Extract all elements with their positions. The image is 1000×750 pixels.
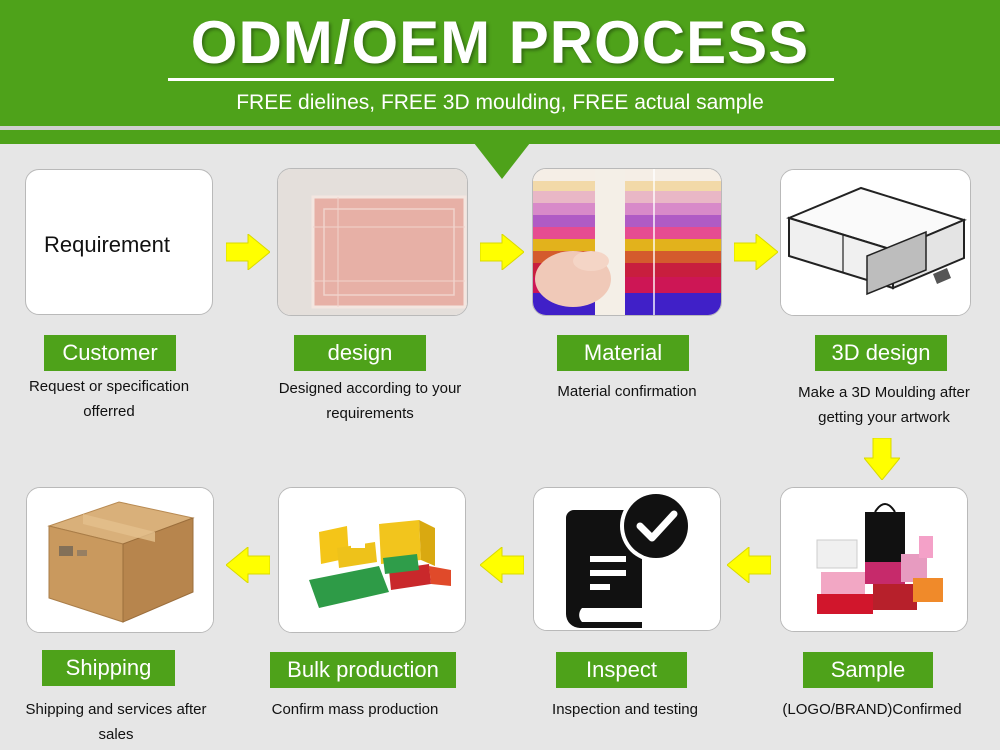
- step-card-shipping: [26, 487, 214, 633]
- step-label-3d-design: 3D design: [815, 335, 947, 371]
- arrow-left-2: [480, 547, 524, 583]
- arrow-right-1: [226, 234, 270, 270]
- arrow-right-2: [480, 234, 524, 270]
- step-desc-bulk-production: Confirm mass production: [271, 701, 439, 718]
- step-desc-3d-design: Make a 3D Moulding after getting your ar…: [798, 384, 970, 426]
- step-card-sample: [780, 487, 968, 632]
- step-card-inspect: [533, 487, 721, 631]
- step-label-inspect: Inspect: [556, 652, 687, 688]
- step-label-sample: Sample: [803, 652, 933, 688]
- step-desc-shipping: Shipping and services after sales: [25, 701, 207, 743]
- step-card-bulk-production: [278, 487, 466, 633]
- step-label-shipping: Shipping: [42, 650, 175, 686]
- header-band: [0, 130, 1000, 144]
- arrow-right-3: [734, 234, 778, 270]
- step-desc-design: Designed according to your requirements: [278, 380, 462, 422]
- step-label-design: design: [294, 335, 426, 371]
- title-underline: [168, 78, 834, 81]
- arrow-down: [864, 438, 900, 480]
- step-card-material: [532, 168, 722, 316]
- design-sketch-image: [278, 169, 467, 315]
- gift-boxes-image: [781, 488, 967, 631]
- header-banner: [0, 0, 1000, 126]
- step-desc-material: Material confirmation: [557, 383, 697, 400]
- page-title: ODM/OEM PROCESS: [190, 9, 810, 76]
- step-desc-sample: (LOGO/BRAND)Confirmed: [782, 701, 962, 718]
- color-swatch-image: [533, 169, 721, 315]
- page-subtitle: FREE dielines, FREE 3D moulding, FREE ac…: [236, 91, 764, 114]
- drawer-box-image: [781, 170, 970, 315]
- arrow-left-1: [727, 547, 771, 583]
- cardboard-box-image: [27, 488, 213, 632]
- step-desc-customer: Request or specification offerred: [28, 378, 190, 420]
- step-desc-inspect: Inspection and testing: [552, 701, 698, 718]
- step-card-design: [277, 168, 468, 316]
- step-label-material: Material: [557, 335, 689, 371]
- step-card-3d-design: [780, 169, 971, 316]
- header-divider: [0, 126, 1000, 130]
- arrow-left-3: [226, 547, 270, 583]
- step-label-bulk-production: Bulk production: [270, 652, 456, 688]
- header-pointer: [474, 143, 530, 179]
- step-label-customer: Customer: [44, 335, 176, 371]
- boxes-production-image: [279, 488, 465, 632]
- step-card-customer: Requirement: [25, 169, 213, 315]
- requirement-text: Requirement: [44, 232, 170, 257]
- book-check-icon: [534, 488, 720, 630]
